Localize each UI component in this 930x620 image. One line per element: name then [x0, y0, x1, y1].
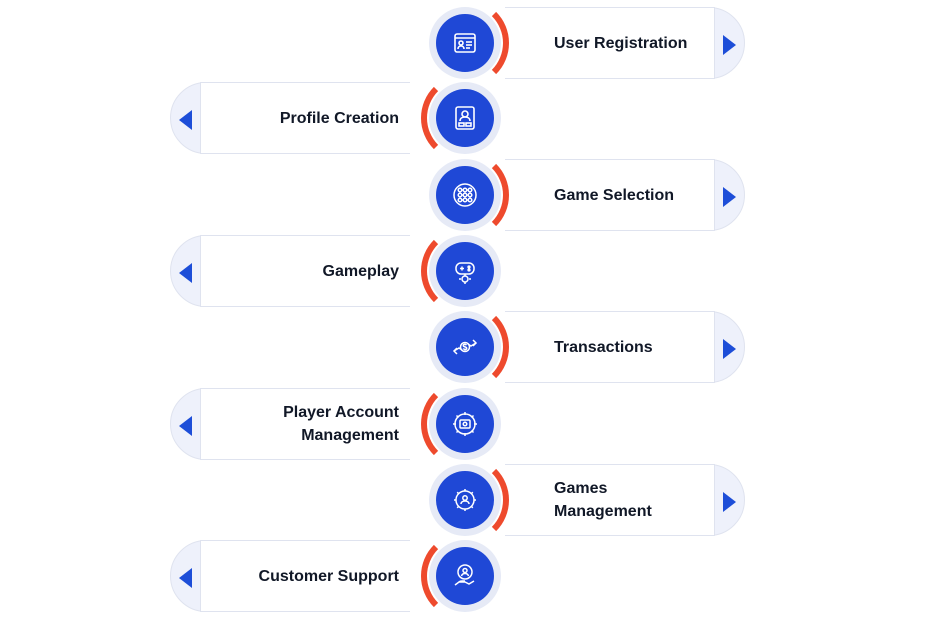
step-label: Gameplay	[322, 262, 399, 280]
support-hand-icon	[436, 547, 494, 605]
step-card[interactable]: Customer Support	[170, 540, 410, 612]
accent-arc	[421, 303, 509, 391]
step-card[interactable]: User Registration	[505, 7, 745, 79]
arrow-left-icon[interactable]	[179, 416, 192, 436]
accent-arc	[421, 380, 509, 468]
step-card[interactable]: Profile Creation	[170, 82, 410, 154]
arrow-left-icon[interactable]	[179, 568, 192, 588]
step-label: Profile Creation	[279, 109, 399, 127]
step-label: Customer Support	[258, 567, 399, 585]
grid-dots-icon	[436, 166, 494, 224]
step-card[interactable]: Games Management	[505, 464, 745, 536]
arrow-right-icon[interactable]	[723, 35, 736, 55]
step-label: Game Selection	[554, 186, 675, 204]
accent-arc	[421, 227, 509, 315]
id-card-icon	[436, 14, 494, 72]
gamepad-gear-icon	[436, 242, 494, 300]
arrow-right-icon[interactable]	[723, 492, 736, 512]
step-card[interactable]: Gameplay	[170, 235, 410, 307]
gear-user-icon	[436, 471, 494, 529]
step-label: User Registration	[554, 34, 688, 52]
step-card[interactable]: Game Selection	[505, 159, 745, 231]
accent-arc	[421, 74, 509, 162]
arrow-right-icon[interactable]	[723, 187, 736, 207]
step-card[interactable]: Player Account Management	[170, 388, 410, 460]
gear-screen-icon	[436, 395, 494, 453]
step-label: Transactions	[554, 338, 653, 356]
accent-arc	[421, 456, 509, 544]
arrow-left-icon[interactable]	[179, 263, 192, 283]
arrow-left-icon[interactable]	[179, 110, 192, 130]
step-card[interactable]: Transactions	[505, 311, 745, 383]
step-label: Games Management	[554, 480, 652, 520]
accent-arc	[421, 0, 509, 87]
money-exchange-icon	[436, 318, 494, 376]
accent-arc	[421, 151, 509, 239]
accent-arc	[421, 532, 509, 620]
profile-card-icon	[436, 89, 494, 147]
step-label: Player Account Management	[283, 404, 399, 444]
arrow-right-icon[interactable]	[723, 339, 736, 359]
